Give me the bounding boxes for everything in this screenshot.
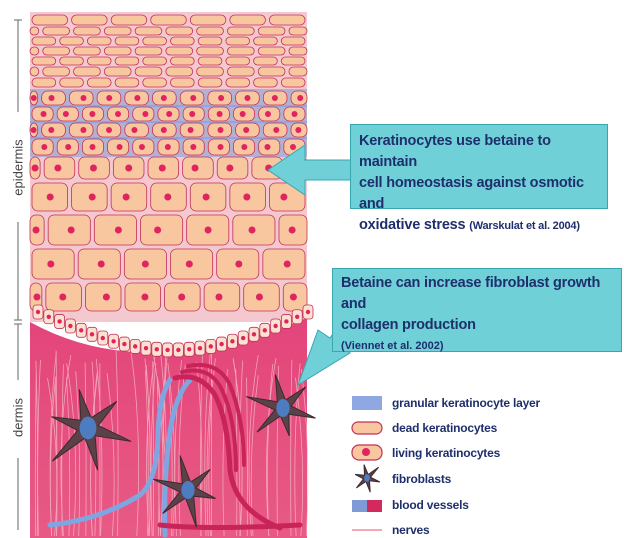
legend-label-granular: granular keratinocyte layer xyxy=(392,396,540,410)
callout-1-line-1: Keratinocytes use betaine to maintain xyxy=(359,131,601,173)
fibroblast-icon xyxy=(355,465,380,493)
keratinocyte-callout: Keratinocytes use betaine to maintain ce… xyxy=(350,124,608,209)
legend-label-living: living keratinocytes xyxy=(392,446,500,460)
epidermis-label: epidermis xyxy=(11,137,26,199)
callout-1-citation: (Warskulat et al. 2004) xyxy=(469,220,580,232)
legend-icons xyxy=(352,396,382,530)
dermis-label: dermis xyxy=(11,394,26,442)
callout-1-line-2: cell homeostasis against osmotic and xyxy=(359,173,601,215)
granular-layer-swatch xyxy=(352,396,382,410)
callout-2-citation: (Viennet et al. 2002) xyxy=(341,336,615,356)
dead-keratinocyte-icon xyxy=(352,422,382,434)
legend-label-blood-vessels: blood vessels xyxy=(392,498,469,512)
blood-vessel-icon xyxy=(352,500,382,512)
callout-1-line-3: oxidative stress xyxy=(359,217,465,233)
callout-2-line-1: Betaine can increase fibroblast growth a… xyxy=(341,273,615,315)
legend-label-fibroblasts: fibroblasts xyxy=(392,472,451,486)
callout-2-line-2: collagen production xyxy=(341,315,615,336)
fibroblast-callout: Betaine can increase fibroblast growth a… xyxy=(332,268,622,352)
legend-label-nerves: nerves xyxy=(392,523,430,537)
callout-1-line-3-row: oxidative stress (Warskulat et al. 2004) xyxy=(359,215,601,237)
legend-label-dead: dead keratinocytes xyxy=(392,421,497,435)
living-keratinocyte-icon xyxy=(352,445,382,460)
